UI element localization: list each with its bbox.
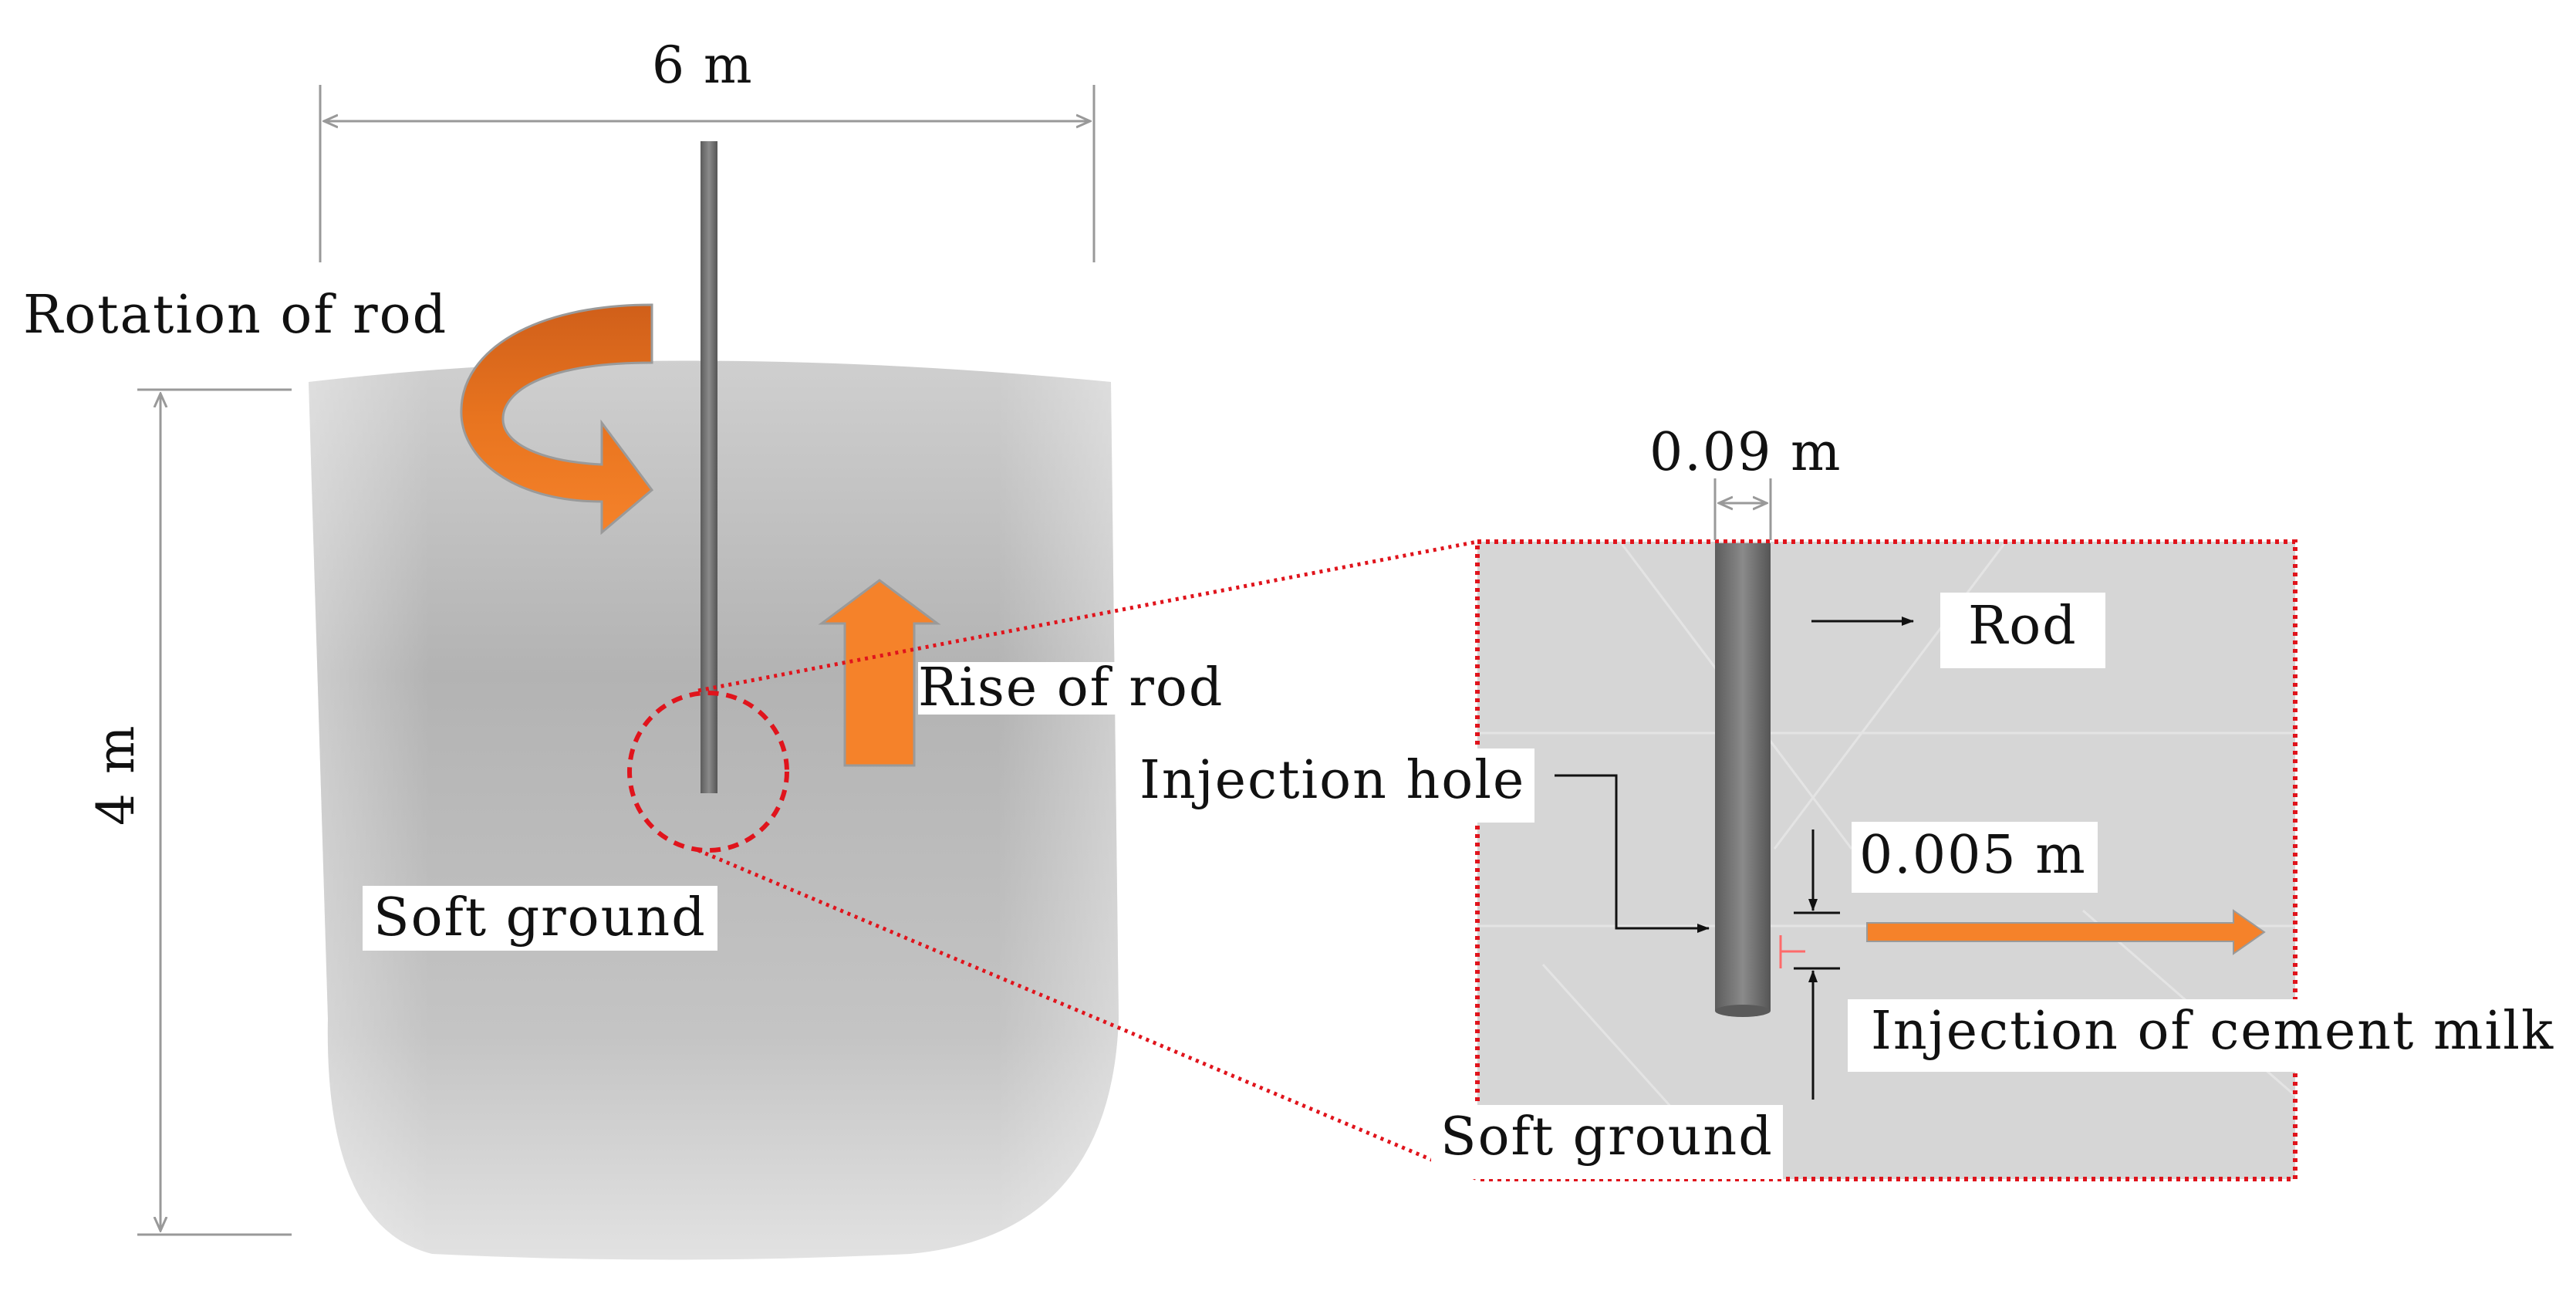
width-dimension [319, 85, 1096, 262]
soft-ground-left-label: Soft ground [363, 886, 717, 951]
detail-rod [1715, 543, 1771, 1017]
up-arrow-icon [818, 579, 941, 767]
injection-hole-pointer-arrow [1555, 774, 1710, 933]
right-arrow-icon [1866, 909, 2266, 955]
rod-label: Rod [1940, 593, 2105, 668]
hole-size-label: 0.005 m [1852, 822, 2098, 893]
injection-hole-mark [1779, 935, 1805, 968]
height-dimension [137, 388, 292, 1236]
width-dimension-label: 6 m [652, 35, 754, 95]
injection-label: Injection of cement milk [1848, 999, 2560, 1072]
callout-circle [627, 691, 789, 853]
rotation-label: Rotation of rod [23, 285, 448, 346]
injection-hole-label: Injection hole [1130, 748, 1535, 823]
callout-leader-lines [697, 539, 1478, 1181]
rise-label: Rise of rod [918, 657, 1224, 718]
soft-ground-right-label: Soft ground [1431, 1105, 1783, 1179]
rod [701, 141, 717, 793]
soft-ground-cylinder [309, 360, 1119, 1260]
curved-rotation-arrow-icon [460, 303, 654, 536]
hole-size-dimension [1794, 830, 1840, 1100]
rod-diameter-dimension [1713, 478, 1772, 540]
rod-diameter-label: 0.09 m [1649, 422, 1842, 483]
height-dimension-label: 4 m [86, 724, 146, 826]
